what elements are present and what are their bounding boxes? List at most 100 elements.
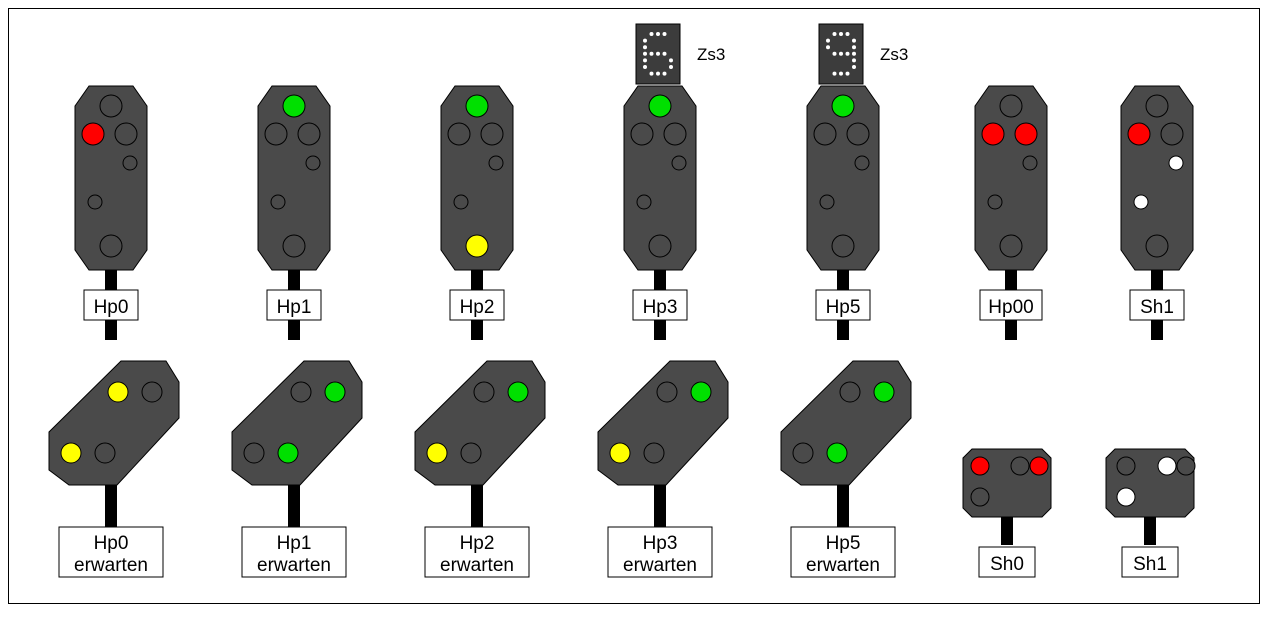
- signal-label-line1: Hp0: [94, 533, 129, 554]
- signal-label: Hp00: [988, 297, 1033, 318]
- lamp-upper-left: [290, 381, 312, 403]
- lamp-bottom: [648, 234, 672, 258]
- lamp-top: [465, 94, 489, 118]
- signal-label-line1: Hp2: [460, 533, 495, 554]
- lamp-lower-left: [243, 442, 265, 464]
- lamp-red-right: [846, 122, 870, 146]
- lamp-upper-right: [141, 381, 163, 403]
- lamp-lower-left: [609, 442, 631, 464]
- zs3-dot: [832, 71, 837, 76]
- zs3-dot: [832, 51, 837, 56]
- lamp-upper-left: [473, 381, 495, 403]
- zs3-dot: [826, 45, 830, 50]
- lamp-small-right: [1168, 155, 1184, 171]
- signal-label: Hp5: [826, 297, 861, 318]
- main-signal-hp3: Hp3 Zs3: [623, 23, 725, 340]
- lamp-top: [831, 94, 855, 118]
- lamp-small-right: [854, 155, 870, 171]
- zs3-dot: [852, 58, 856, 63]
- lamp-upper-right: [690, 381, 712, 403]
- lamp-lower-right: [460, 442, 482, 464]
- signal-label-line1: Hp1: [277, 533, 312, 554]
- zs3-dot: [839, 71, 843, 76]
- zs3-dot: [656, 71, 660, 76]
- lamp-top-left: [1116, 456, 1136, 476]
- label-plate: [632, 289, 688, 321]
- main-signal-hp00: Hp00: [974, 85, 1048, 340]
- lamp-lower-right: [826, 442, 848, 464]
- lamp-bottom-left: [970, 487, 990, 507]
- lamp-upper-left: [656, 381, 678, 403]
- lamp-top: [648, 94, 672, 118]
- zs3-label: Zs3: [697, 45, 725, 64]
- zs3-dot: [656, 32, 660, 36]
- lamp-red-left: [264, 122, 288, 146]
- lamp-bottom: [831, 234, 855, 258]
- label-plate: [607, 526, 713, 578]
- lamp-top-left: [970, 456, 990, 476]
- main-signal-hp0: Hp0: [74, 85, 148, 340]
- lamp-red-right: [114, 122, 138, 146]
- lamp-small-right: [1022, 155, 1038, 171]
- signal-label: Sh1: [1133, 554, 1167, 575]
- zs3-dot: [852, 45, 856, 50]
- zs3-dot: [845, 32, 850, 36]
- lamp-red-left: [447, 122, 471, 146]
- lamp-red-left: [813, 122, 837, 146]
- signal-label: Hp3: [643, 297, 678, 318]
- label-plate: [424, 526, 530, 578]
- lamp-top: [99, 94, 123, 118]
- lamp-top-right: [1029, 456, 1049, 476]
- zs3-dot: [662, 71, 667, 76]
- zs3-dot: [852, 38, 856, 43]
- zs3-dot: [662, 51, 667, 56]
- signal-label-line2: erwarten: [623, 555, 697, 576]
- lamp-top: [282, 94, 306, 118]
- lamp-small-right: [671, 155, 687, 171]
- lamp-upper-left: [107, 381, 129, 403]
- lamp-top-mid: [1157, 456, 1177, 476]
- signal-label: Hp2: [460, 297, 495, 318]
- signal-label-line2: erwarten: [440, 555, 514, 576]
- lamp-bottom: [465, 234, 489, 258]
- lamp-small-right: [305, 155, 321, 171]
- zs3-dot: [649, 32, 654, 36]
- lamp-lower-left: [426, 442, 448, 464]
- zs3-dot: [669, 65, 673, 69]
- signal-label-line2: erwarten: [257, 555, 331, 576]
- lamp-small-left: [636, 194, 652, 210]
- zs3-dot: [832, 32, 837, 36]
- label-plate: [1129, 289, 1185, 321]
- signal-label: Sh1: [1140, 297, 1174, 318]
- zs3-dot: [839, 32, 843, 36]
- lamp-red-left: [630, 122, 654, 146]
- label-plate: [815, 289, 871, 321]
- zs3-dot: [845, 71, 850, 76]
- zs3-dot: [826, 38, 830, 43]
- lamp-lower-right: [277, 442, 299, 464]
- zs3-label: Zs3: [880, 45, 908, 64]
- zs3-dot: [643, 45, 647, 50]
- lamp-bottom-left: [1116, 487, 1136, 507]
- lamp-small-left: [1133, 194, 1149, 210]
- lamp-red-left: [81, 122, 105, 146]
- lamp-small-left: [87, 194, 103, 210]
- lamp-top-right: [1176, 456, 1196, 476]
- label-plate: [58, 526, 164, 578]
- lamp-red-left: [1127, 122, 1151, 146]
- lamp-top: [1145, 94, 1169, 118]
- lamp-red-right: [1014, 122, 1038, 146]
- shunt-signal-sh0: Sh0: [962, 448, 1052, 578]
- lamp-small-right: [122, 155, 138, 171]
- zs3-dot: [643, 65, 647, 69]
- lamp-top: [999, 94, 1023, 118]
- main-signal-sh1: Sh1: [1120, 85, 1194, 340]
- zs3-dot: [845, 51, 850, 56]
- signal-label-line1: Hp3: [643, 533, 678, 554]
- lamp-red-right: [1160, 122, 1184, 146]
